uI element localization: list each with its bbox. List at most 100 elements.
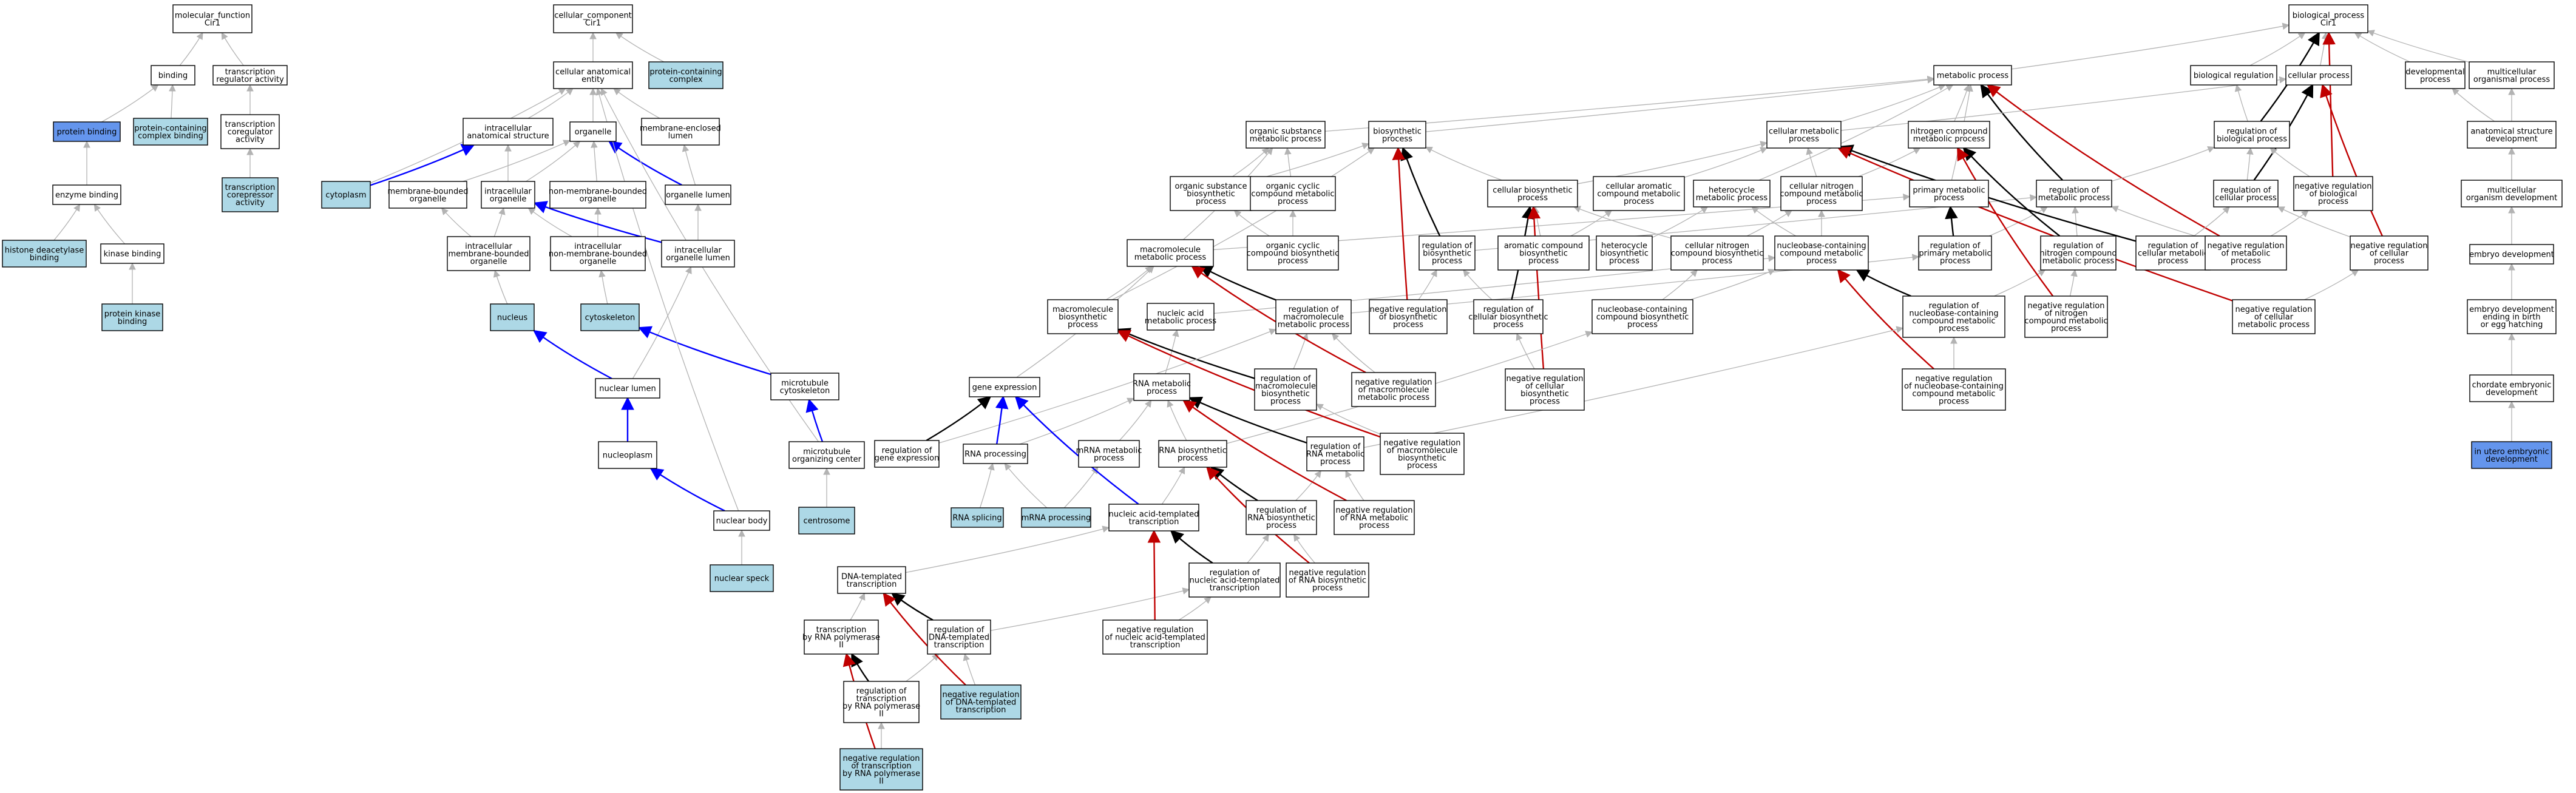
term-node[interactable]: cellular process [2285, 65, 2352, 86]
term-box[interactable] [212, 65, 288, 86]
term-box[interactable] [1902, 295, 2005, 338]
term-box[interactable] [1369, 299, 1448, 334]
term-box[interactable] [1047, 299, 1119, 334]
term-box[interactable] [1250, 176, 1336, 211]
term-box[interactable] [549, 181, 646, 209]
term-box[interactable] [874, 440, 940, 468]
term-box[interactable] [1497, 235, 1590, 271]
term-box[interactable] [1158, 440, 1227, 468]
term-box[interactable] [2190, 65, 2277, 86]
term-box[interactable] [969, 377, 1040, 397]
term-box[interactable] [1473, 299, 1544, 334]
term-box[interactable] [2040, 235, 2117, 271]
term-node[interactable]: cytoskeleton [580, 303, 640, 331]
term-node[interactable]: binding [151, 65, 195, 86]
term-box[interactable] [661, 240, 735, 268]
term-box[interactable] [463, 118, 554, 146]
term-node[interactable]: protein binding [53, 121, 121, 142]
term-box[interactable] [2205, 235, 2287, 271]
term-box[interactable] [133, 118, 208, 146]
term-box[interactable] [2024, 295, 2108, 338]
term-box[interactable] [2467, 299, 2557, 334]
term-box[interactable] [2467, 121, 2557, 149]
term-box[interactable] [220, 114, 280, 149]
term-box[interactable] [1133, 373, 1190, 401]
term-box[interactable] [1693, 180, 1771, 208]
term-box[interactable] [1247, 235, 1339, 271]
term-box[interactable] [710, 564, 774, 592]
term-box[interactable] [321, 181, 371, 209]
term-box[interactable] [553, 4, 633, 33]
term-box[interactable] [1286, 562, 1369, 598]
term-box[interactable] [1368, 121, 1426, 149]
term-box[interactable] [1147, 303, 1215, 331]
term-box[interactable] [1670, 235, 1764, 271]
term-box[interactable] [648, 61, 724, 89]
term-box[interactable] [2350, 235, 2429, 271]
term-box[interactable] [1902, 368, 2006, 411]
term-node[interactable]: biological regulation [2190, 65, 2277, 86]
term-box[interactable] [481, 181, 535, 209]
term-box[interactable] [550, 236, 646, 271]
term-box[interactable] [2471, 441, 2552, 469]
term-box[interactable] [172, 4, 253, 33]
term-node[interactable]: regulation ofnucleobase-containingcompou… [1902, 295, 2005, 338]
term-box[interactable] [1766, 121, 1842, 149]
term-box[interactable] [1254, 368, 1317, 411]
term-box[interactable] [100, 243, 164, 264]
term-node[interactable]: embryo development [2469, 244, 2554, 265]
term-box[interactable] [1596, 235, 1653, 271]
term-node[interactable]: metabolic process [1933, 65, 2012, 86]
term-box[interactable] [1591, 299, 1693, 334]
term-box[interactable] [788, 441, 865, 469]
term-box[interactable] [569, 121, 617, 142]
term-box[interactable] [1102, 619, 1208, 655]
term-box[interactable] [1275, 299, 1352, 334]
term-node[interactable]: nucleus [490, 303, 535, 331]
